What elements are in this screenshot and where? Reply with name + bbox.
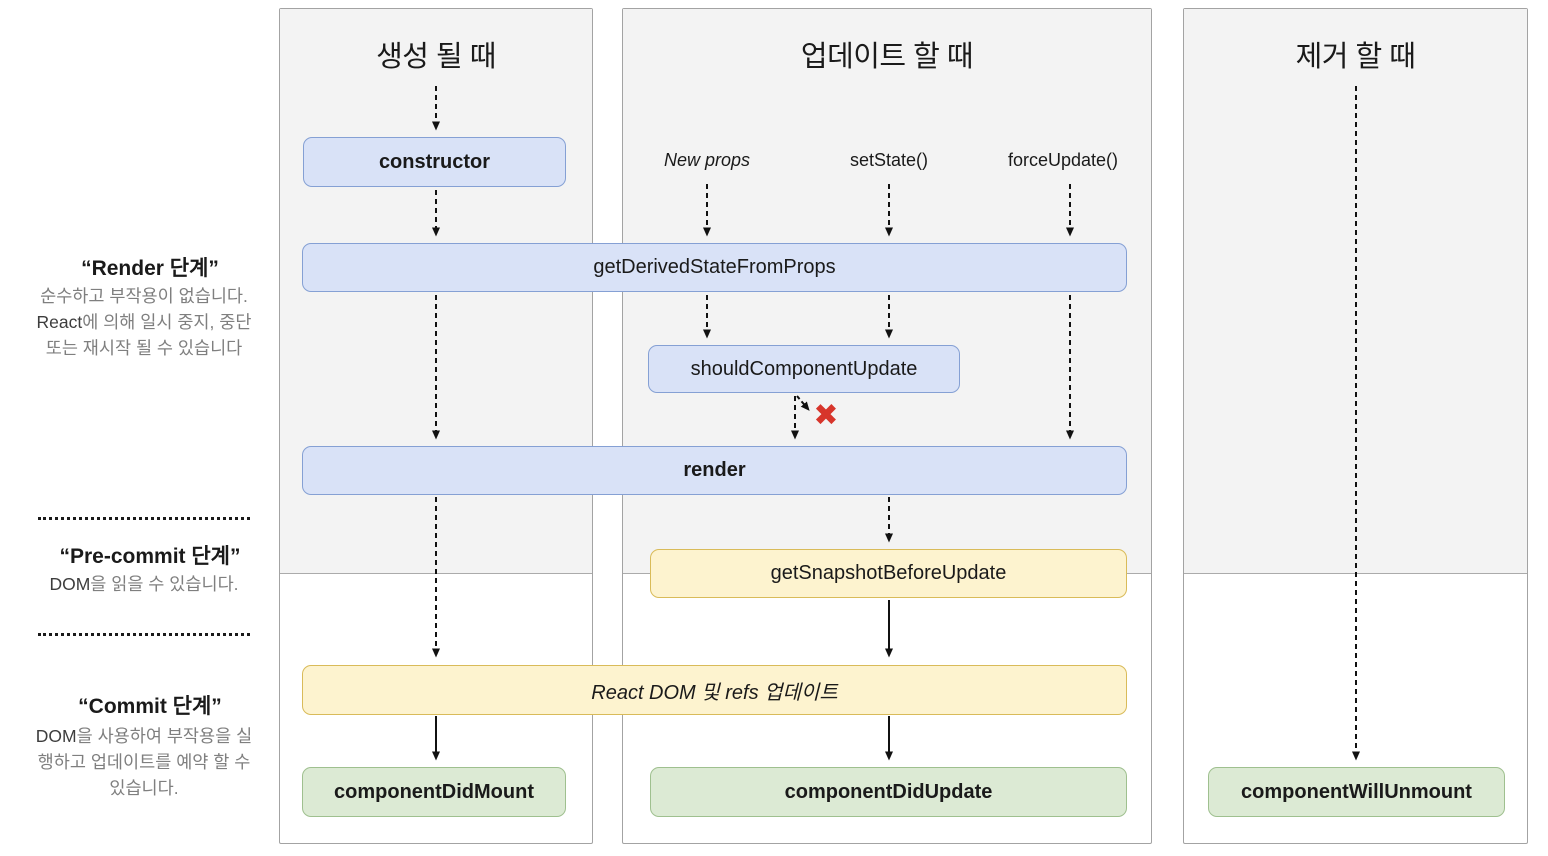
panel-unmount: 제거 할 때 — [1183, 8, 1528, 844]
panel-title-unmount: 제거 할 때 — [1295, 41, 1416, 73]
blocked-x-icon: ✖ — [813, 399, 839, 432]
box-constructor: constructor — [303, 137, 566, 187]
render-phase-title: “Render 단계” — [81, 257, 219, 280]
box-render: render — [302, 446, 1127, 495]
phase-divider — [38, 633, 250, 636]
commit-phase-description: DOM을 사용하여 부작용을 실행하고 업데이트를 예약 할 수 있습니다. — [35, 726, 253, 798]
trigger-set-state: setState() — [849, 150, 929, 170]
trigger-new-props: New props — [663, 150, 751, 170]
render-phase-shade — [1184, 9, 1527, 574]
box-component-did-mount: componentDidMount — [302, 767, 566, 817]
arrow-scu-to-blocked — [796, 395, 810, 411]
commit-phase-title: “Commit 단계” — [78, 695, 222, 718]
pre-commit-phase-description: DOM을 읽을 수 있습니다. — [49, 574, 239, 594]
panel-title-update: 업데이트 할 때 — [800, 41, 974, 73]
box-get-snapshot-before-update: getSnapshotBeforeUpdate — [650, 549, 1127, 598]
box-react-dom-update: React DOM 및 refs 업데이트 — [302, 665, 1127, 715]
pre-commit-phase-title: “Pre-commit 단계” — [59, 545, 241, 568]
box-component-did-update: componentDidUpdate — [650, 767, 1127, 817]
box-should-component-update: shouldComponentUpdate — [648, 345, 960, 393]
box-component-will-unmount: componentWillUnmount — [1208, 767, 1505, 817]
box-get-derived-state-from-props: getDerivedStateFromProps — [302, 243, 1127, 292]
trigger-force-update: forceUpdate() — [1007, 150, 1119, 170]
panel-title-mount: 생성 될 때 — [376, 41, 496, 73]
phase-divider — [38, 517, 250, 520]
render-phase-description: 순수하고 부작용이 없습니다. React에 의해 일시 중지, 중단 또는 재… — [36, 286, 252, 358]
